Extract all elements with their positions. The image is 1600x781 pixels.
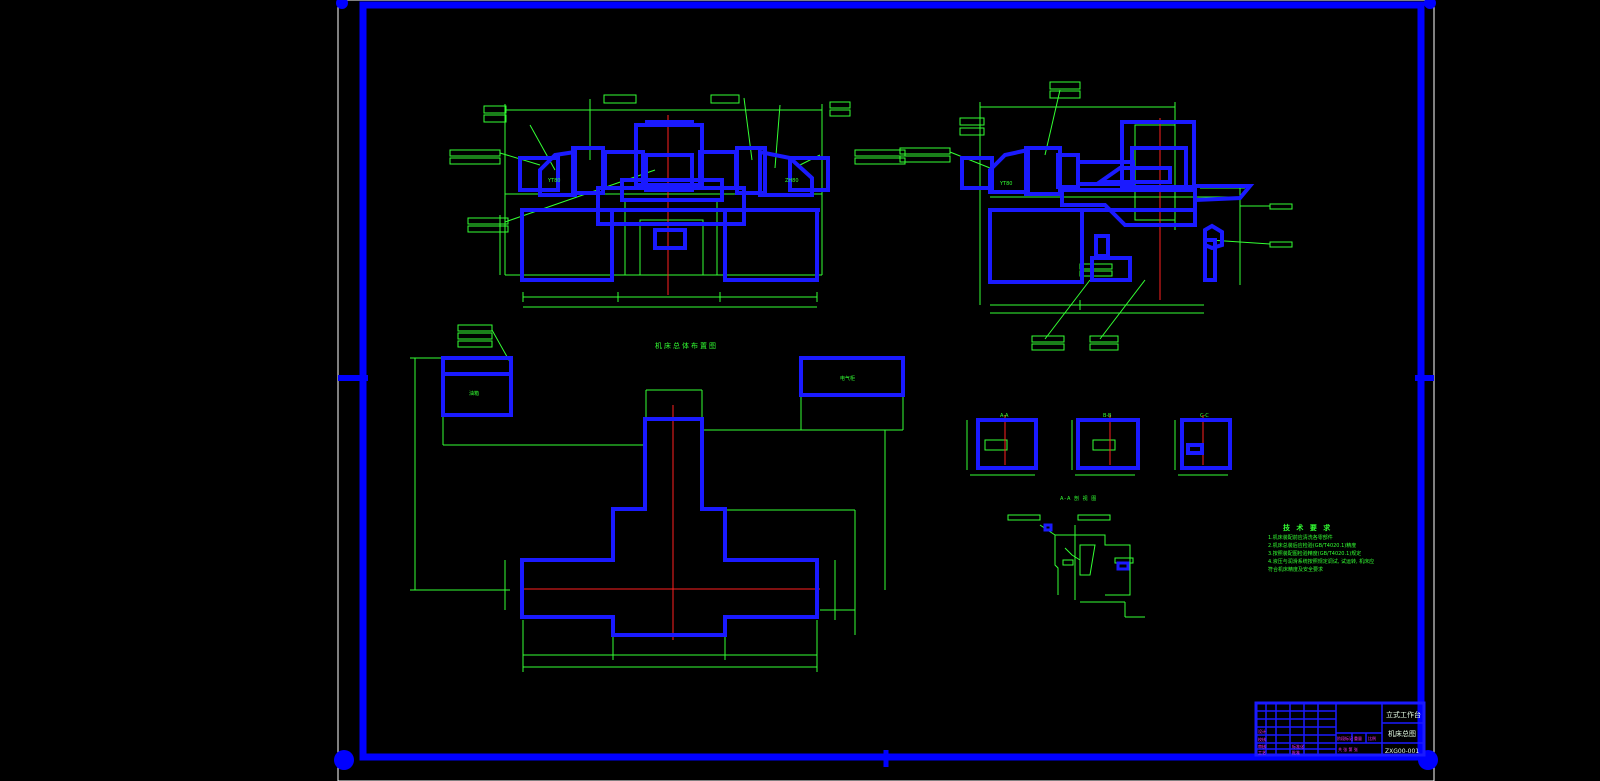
detail-view: A-A 剖 视 图: [1007, 495, 1145, 618]
title-block: 立式工作台 机床总图 ZXG00-001 设计 校核 审核 工艺 标准化 批准 …: [1254, 701, 1426, 757]
title-block-label-review: 审核: [1258, 743, 1266, 749]
layout-plan-title: 机床总体布置图: [655, 341, 718, 350]
technical-requirements: 技 术 要 求 1.机床装配前应清洗各零部件 2.机床总装后应检验(GB/T40…: [1268, 523, 1374, 573]
tech-req-item-2: 2.机床总装后应检验(GB/T4020.1)精度: [1268, 542, 1356, 549]
title-block-label-weight: 重量: [1354, 735, 1362, 741]
title-block-label-sheets: 共 张 第 张: [1338, 746, 1358, 752]
frame-corner-bl: [334, 750, 354, 770]
tech-req-item-3: 3.按照装配图检验精度(GB/T4020.1)规定: [1268, 550, 1361, 557]
frame-corner-tr: [1424, 0, 1436, 9]
head-label-left: YT80: [547, 178, 560, 184]
section-label-b: B-B: [1103, 413, 1112, 419]
side-view: YT80: [899, 81, 1293, 351]
tech-req-item-5: 符合机床精度及安全要求: [1268, 566, 1323, 573]
section-views: A-A B-B C-C: [966, 413, 1232, 476]
title-block-label-approve: 批准: [1292, 749, 1300, 755]
title-block-name-2: 机床总图: [1388, 729, 1416, 738]
frame-corner-tl: [336, 0, 348, 9]
section-label-c: C-C: [1200, 413, 1209, 419]
title-block-label-design: 设计: [1258, 728, 1266, 734]
head-label-right: ZH80: [785, 178, 799, 184]
title-block-label-standard: 标准化: [1292, 743, 1304, 749]
layout-plan: 机床总体布置图: [410, 324, 905, 672]
detail-title: A-A 剖 视 图: [1060, 495, 1097, 502]
tech-req-item-4: 4.液压与润滑系统按照规定调试, 试运转, 机床应: [1268, 558, 1374, 565]
title-block-drawing-no: ZXG00-001: [1385, 748, 1419, 755]
tech-req-heading: 技 术 要 求: [1283, 523, 1332, 532]
frame-corner-br: [1418, 750, 1438, 770]
tech-req-item-1: 1.机床装配前应清洗各零部件: [1268, 534, 1333, 541]
sheet-outer-border: [337, 0, 1435, 781]
title-block-label-process: 工艺: [1258, 750, 1266, 755]
title-block-label-stage: 阶段标记: [1337, 735, 1353, 741]
front-view: YT80 ZH80: [449, 94, 906, 308]
section-label-a: A-A: [1000, 413, 1009, 419]
pump-box-label: 油箱: [469, 390, 479, 397]
title-block-label-check: 校核: [1258, 736, 1266, 742]
head-label-side: YT80: [999, 181, 1012, 187]
title-block-name-1: 立式工作台: [1386, 710, 1421, 719]
control-box-label: 电气柜: [840, 375, 855, 382]
title-block-label-scale: 比例: [1368, 735, 1376, 741]
